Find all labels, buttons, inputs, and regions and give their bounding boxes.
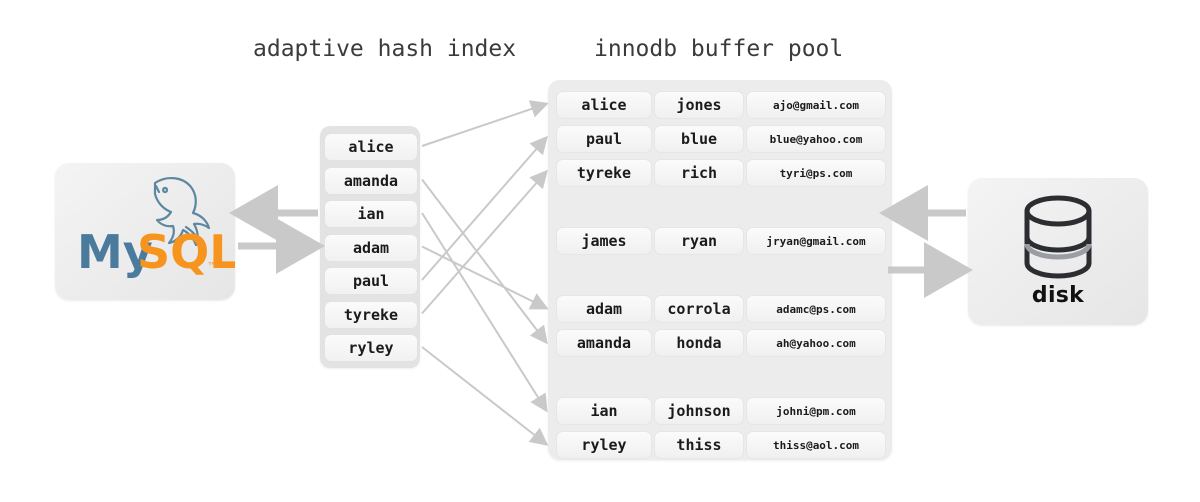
buffer-pool-empty-slot <box>548 261 892 287</box>
hash-entry-label: amanda <box>343 171 399 190</box>
hash-entry-label: adam <box>352 238 390 257</box>
hash-entry-label: ryley <box>348 339 394 357</box>
buffer-pool-cell-last: corrola <box>654 295 744 323</box>
mysql-dolphin-icon <box>153 177 211 247</box>
buffer-pool-cell-email: thiss@aol.com <box>746 431 886 459</box>
buffer-pool-cell-last: jones <box>654 91 744 119</box>
disk-node: disk <box>968 178 1148 325</box>
buffer-pool-empty-slot <box>548 363 892 389</box>
buffer-pool-cell-first: paul <box>556 125 652 153</box>
arrow-paul-to-paul <box>421 135 548 281</box>
adaptive-hash-index-panel: alice amanda ian adam paul tyreke ryley <box>320 126 420 368</box>
heading-innodb-buffer-pool: innodb buffer pool <box>594 36 844 62</box>
buffer-pool-cell-email: ah@yahoo.com <box>746 329 886 357</box>
buffer-pool-cell-first: james <box>556 227 652 255</box>
mysql-word-sql: SQL <box>137 225 235 279</box>
arrow-adam-to-adam <box>421 245 549 310</box>
buffer-pool-cell-last: blue <box>654 125 744 153</box>
mysql-trademark: ™ <box>207 260 218 273</box>
hash-entry-amanda[interactable]: amanda <box>324 166 418 195</box>
buffer-pool-cell-first: tyreke <box>556 159 652 187</box>
hash-entry-ryley[interactable]: ryley <box>324 334 418 362</box>
buffer-pool-cell-email: ajo@gmail.com <box>746 91 886 119</box>
arrow-ryley-to-ryley <box>421 346 549 446</box>
hash-entry-adam[interactable]: adam <box>324 233 418 262</box>
buffer-pool-empty-slot <box>548 193 892 219</box>
hash-entry-label: tyreke <box>343 305 399 324</box>
hash-entry-ian[interactable]: ian <box>324 200 418 228</box>
buffer-pool-cell-last: thiss <box>654 431 744 459</box>
arrow-amanda-to-amanda <box>421 178 548 345</box>
disk-label: disk <box>1031 283 1085 308</box>
buffer-pool-cell-first: alice <box>556 91 652 119</box>
buffer-pool-cell-last: honda <box>654 329 744 357</box>
buffer-pool-cell-email: blue@yahoo.com <box>746 125 886 153</box>
hash-entry-alice[interactable]: alice <box>324 133 418 161</box>
database-cylinder-icon <box>1024 195 1092 279</box>
hash-entry-label: paul <box>352 272 390 290</box>
buffer-pool-cell-last: rich <box>654 159 744 187</box>
arrow-ian-to-ian <box>421 212 548 413</box>
buffer-pool-cell-email: johni@pm.com <box>746 397 886 425</box>
mysql-word-my: My <box>77 225 153 279</box>
buffer-pool-cell-first: amanda <box>556 329 652 357</box>
buffer-pool-cell-last: ryan <box>654 227 744 255</box>
buffer-pool-cell-first: ian <box>556 397 652 425</box>
arrow-tyreke-to-tyreke <box>421 169 548 315</box>
buffer-pool-cell-email: tyri@ps.com <box>746 159 886 187</box>
buffer-pool-cell-first: ryley <box>556 431 652 459</box>
mysql-logo: My SQL ™ <box>77 177 235 279</box>
mysql-node: My SQL ™ <box>55 163 235 300</box>
hash-entry-label: ian <box>357 205 385 223</box>
buffer-pool-cell-first: adam <box>556 295 652 323</box>
buffer-pool-cell-last: johnson <box>654 397 744 425</box>
hash-entry-label: alice <box>348 138 394 156</box>
buffer-pool-cell-email: adamc@ps.com <box>746 295 886 323</box>
arrow-alice-to-alice <box>421 100 549 147</box>
heading-adaptive-hash-index: adaptive hash index <box>253 36 517 62</box>
hash-entry-tyreke[interactable]: tyreke <box>324 300 418 329</box>
hash-entry-paul[interactable]: paul <box>324 267 418 295</box>
buffer-pool-cell-email: jryan@gmail.com <box>746 227 886 255</box>
